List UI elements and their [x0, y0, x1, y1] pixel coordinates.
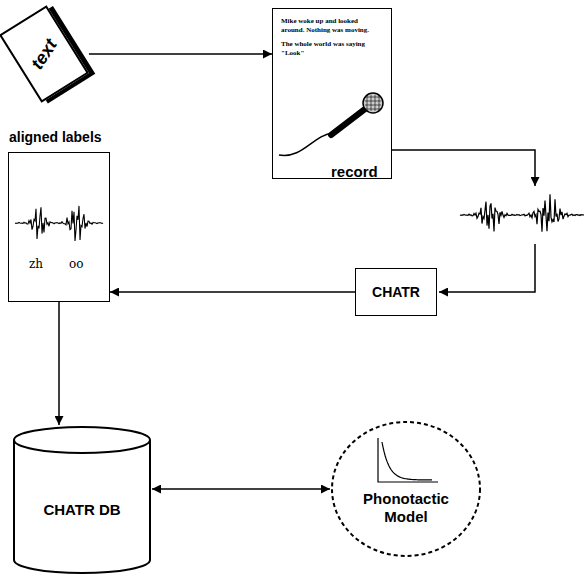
model-label: Phonotactic Model	[356, 490, 456, 526]
document-book: text	[0, 5, 89, 103]
waveform-arrow	[439, 244, 535, 292]
flow-arrow	[89, 53, 272, 55]
process-box: CHATR	[355, 268, 437, 316]
flow-arrow	[152, 488, 330, 490]
database-cylinder: CHATR DB	[12, 425, 152, 575]
process-label: CHATR	[372, 284, 420, 300]
phone-label: zh	[29, 257, 43, 271]
flow-arrow	[58, 302, 60, 425]
flow-arrow	[110, 291, 355, 293]
record-label: record	[331, 163, 378, 180]
speech-waveform	[460, 194, 584, 231]
waveform-stroke	[460, 194, 584, 231]
script-text: The whole world was saying "Look"	[281, 40, 383, 57]
record-arrow	[392, 150, 535, 186]
aligned-labels-box: aligned labelszhoo	[8, 152, 110, 302]
script-paper: Mike woke up and looked around. Nothing …	[272, 8, 392, 179]
cylinder-outline	[12, 425, 152, 575]
model-circle: Phonotactic Model	[330, 420, 482, 558]
book-label: text	[26, 35, 61, 73]
circle-outline	[330, 420, 482, 558]
smallwave-outline	[9, 153, 111, 303]
phone-label: oo	[69, 257, 83, 271]
database-label: CHATR DB	[43, 501, 120, 518]
box-heading: aligned labels	[9, 129, 102, 145]
script-text: Mike woke up and looked around. Nothing …	[281, 17, 383, 34]
